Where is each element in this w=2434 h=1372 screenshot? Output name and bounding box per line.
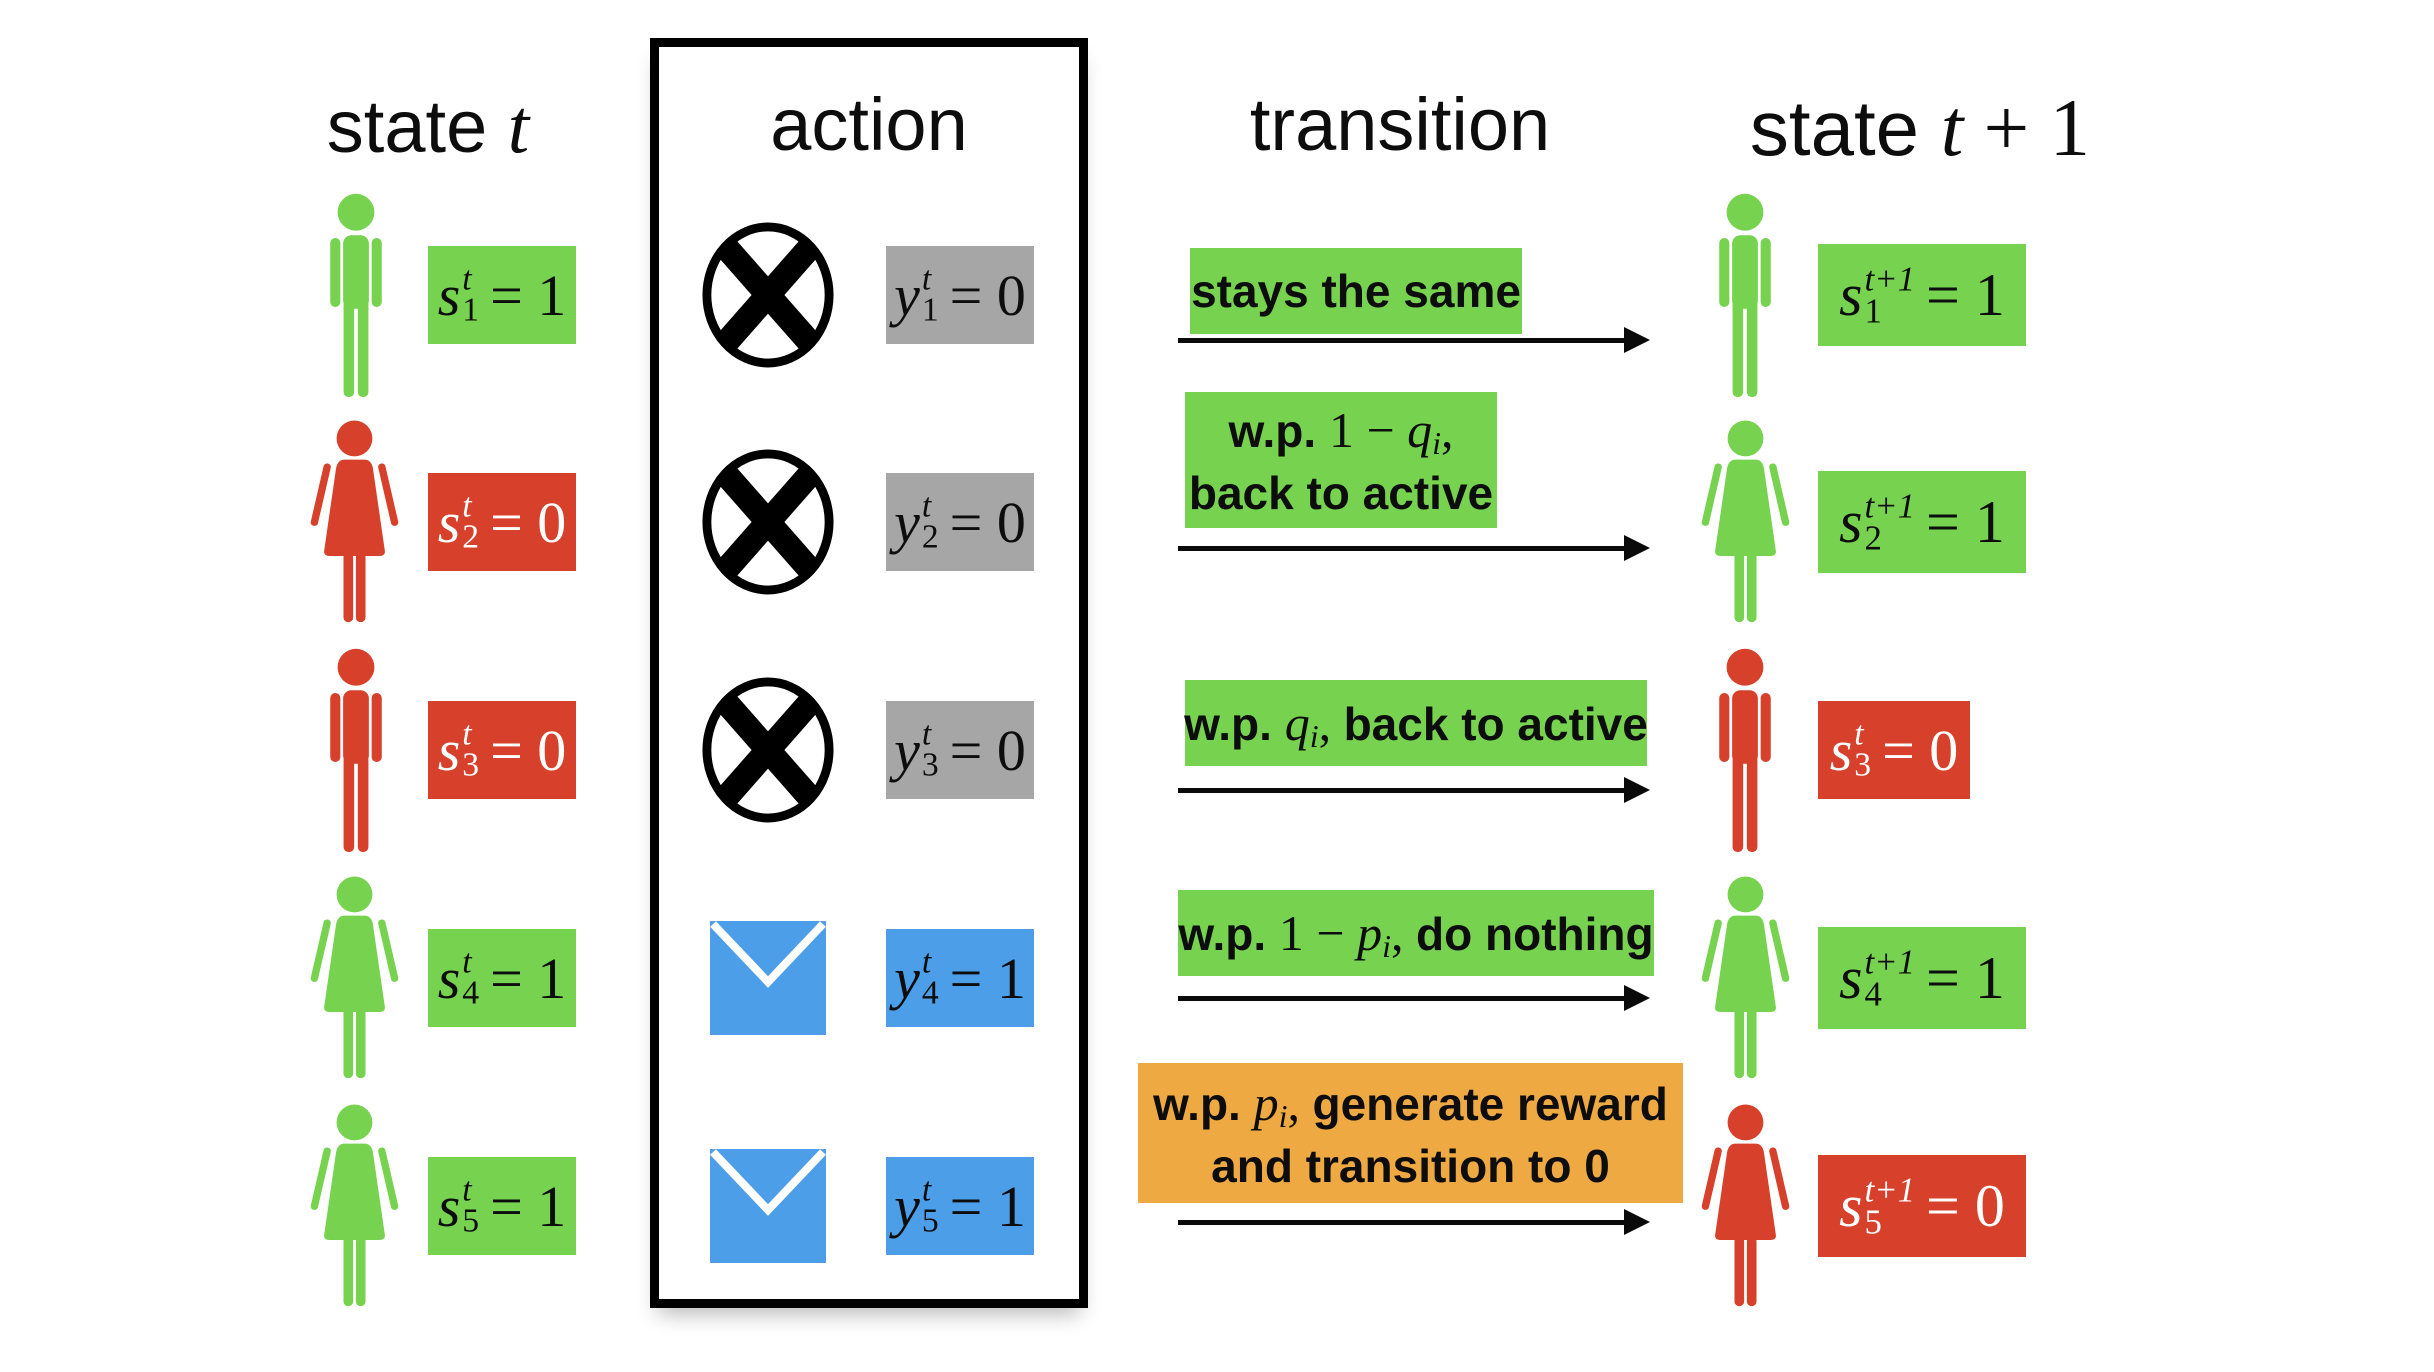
- header-action: action: [770, 83, 968, 166]
- person-woman-icon: [304, 416, 405, 628]
- no-action-icon: [699, 219, 837, 371]
- person-man-icon: [310, 189, 402, 401]
- transition-arrow: [1178, 774, 1650, 808]
- header-state-t: state t: [326, 83, 530, 169]
- envelope-icon: [710, 921, 826, 1035]
- person-woman-icon: [1695, 1100, 1796, 1312]
- transition-label: stays the same: [1190, 248, 1522, 334]
- person-man-icon: [1699, 644, 1791, 856]
- person-woman-icon: [304, 872, 405, 1084]
- person-man-icon: [1699, 189, 1791, 401]
- transition-arrow: [1178, 324, 1650, 358]
- header-state-t-plus-1: state t + 1: [1749, 83, 2091, 173]
- person-woman-icon: [1695, 872, 1796, 1084]
- action-column-frame: [650, 38, 1088, 1308]
- no-action-icon: [699, 446, 837, 598]
- transition-arrow: [1178, 1206, 1650, 1240]
- envelope-icon: [710, 1149, 826, 1263]
- transition-arrow: [1178, 532, 1650, 566]
- person-woman-icon: [1695, 416, 1796, 628]
- person-woman-icon: [304, 1100, 405, 1312]
- person-man-icon: [310, 644, 402, 856]
- no-action-icon: [699, 674, 837, 826]
- header-transition: transition: [1249, 83, 1551, 166]
- transition-arrow: [1178, 982, 1650, 1016]
